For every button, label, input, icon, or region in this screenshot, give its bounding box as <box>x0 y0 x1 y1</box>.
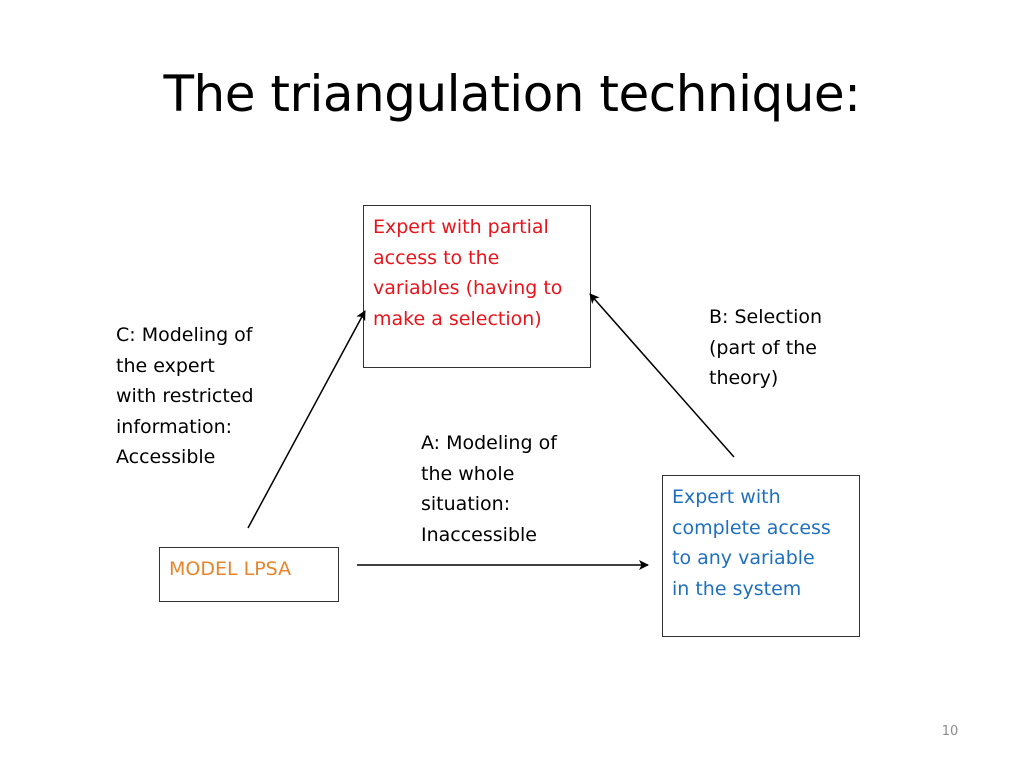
partial-access-expert-text: Expert with partial access to the variab… <box>373 216 563 330</box>
page-number: 10 <box>941 724 959 739</box>
label-a-modeling-situation: A: Modeling of the whole situation: Inac… <box>421 432 557 546</box>
model-lpsa-box: MODEL LPSA <box>159 547 339 602</box>
model-lpsa-text: MODEL LPSA <box>169 558 292 580</box>
label-b-selection: B: Selection (part of the theory) <box>709 306 823 389</box>
complete-access-expert-text: Expert with complete access to any varia… <box>672 486 831 600</box>
partial-access-expert-box: Expert with partial access to the variab… <box>363 205 591 368</box>
arrow-c-model-to-partial <box>247 310 366 529</box>
complete-access-expert-box: Expert with complete access to any varia… <box>662 475 860 637</box>
slide-title: The triangulation technique: <box>163 65 861 123</box>
label-c-modeling-expert: C: Modeling of the expert with restricte… <box>116 324 254 468</box>
